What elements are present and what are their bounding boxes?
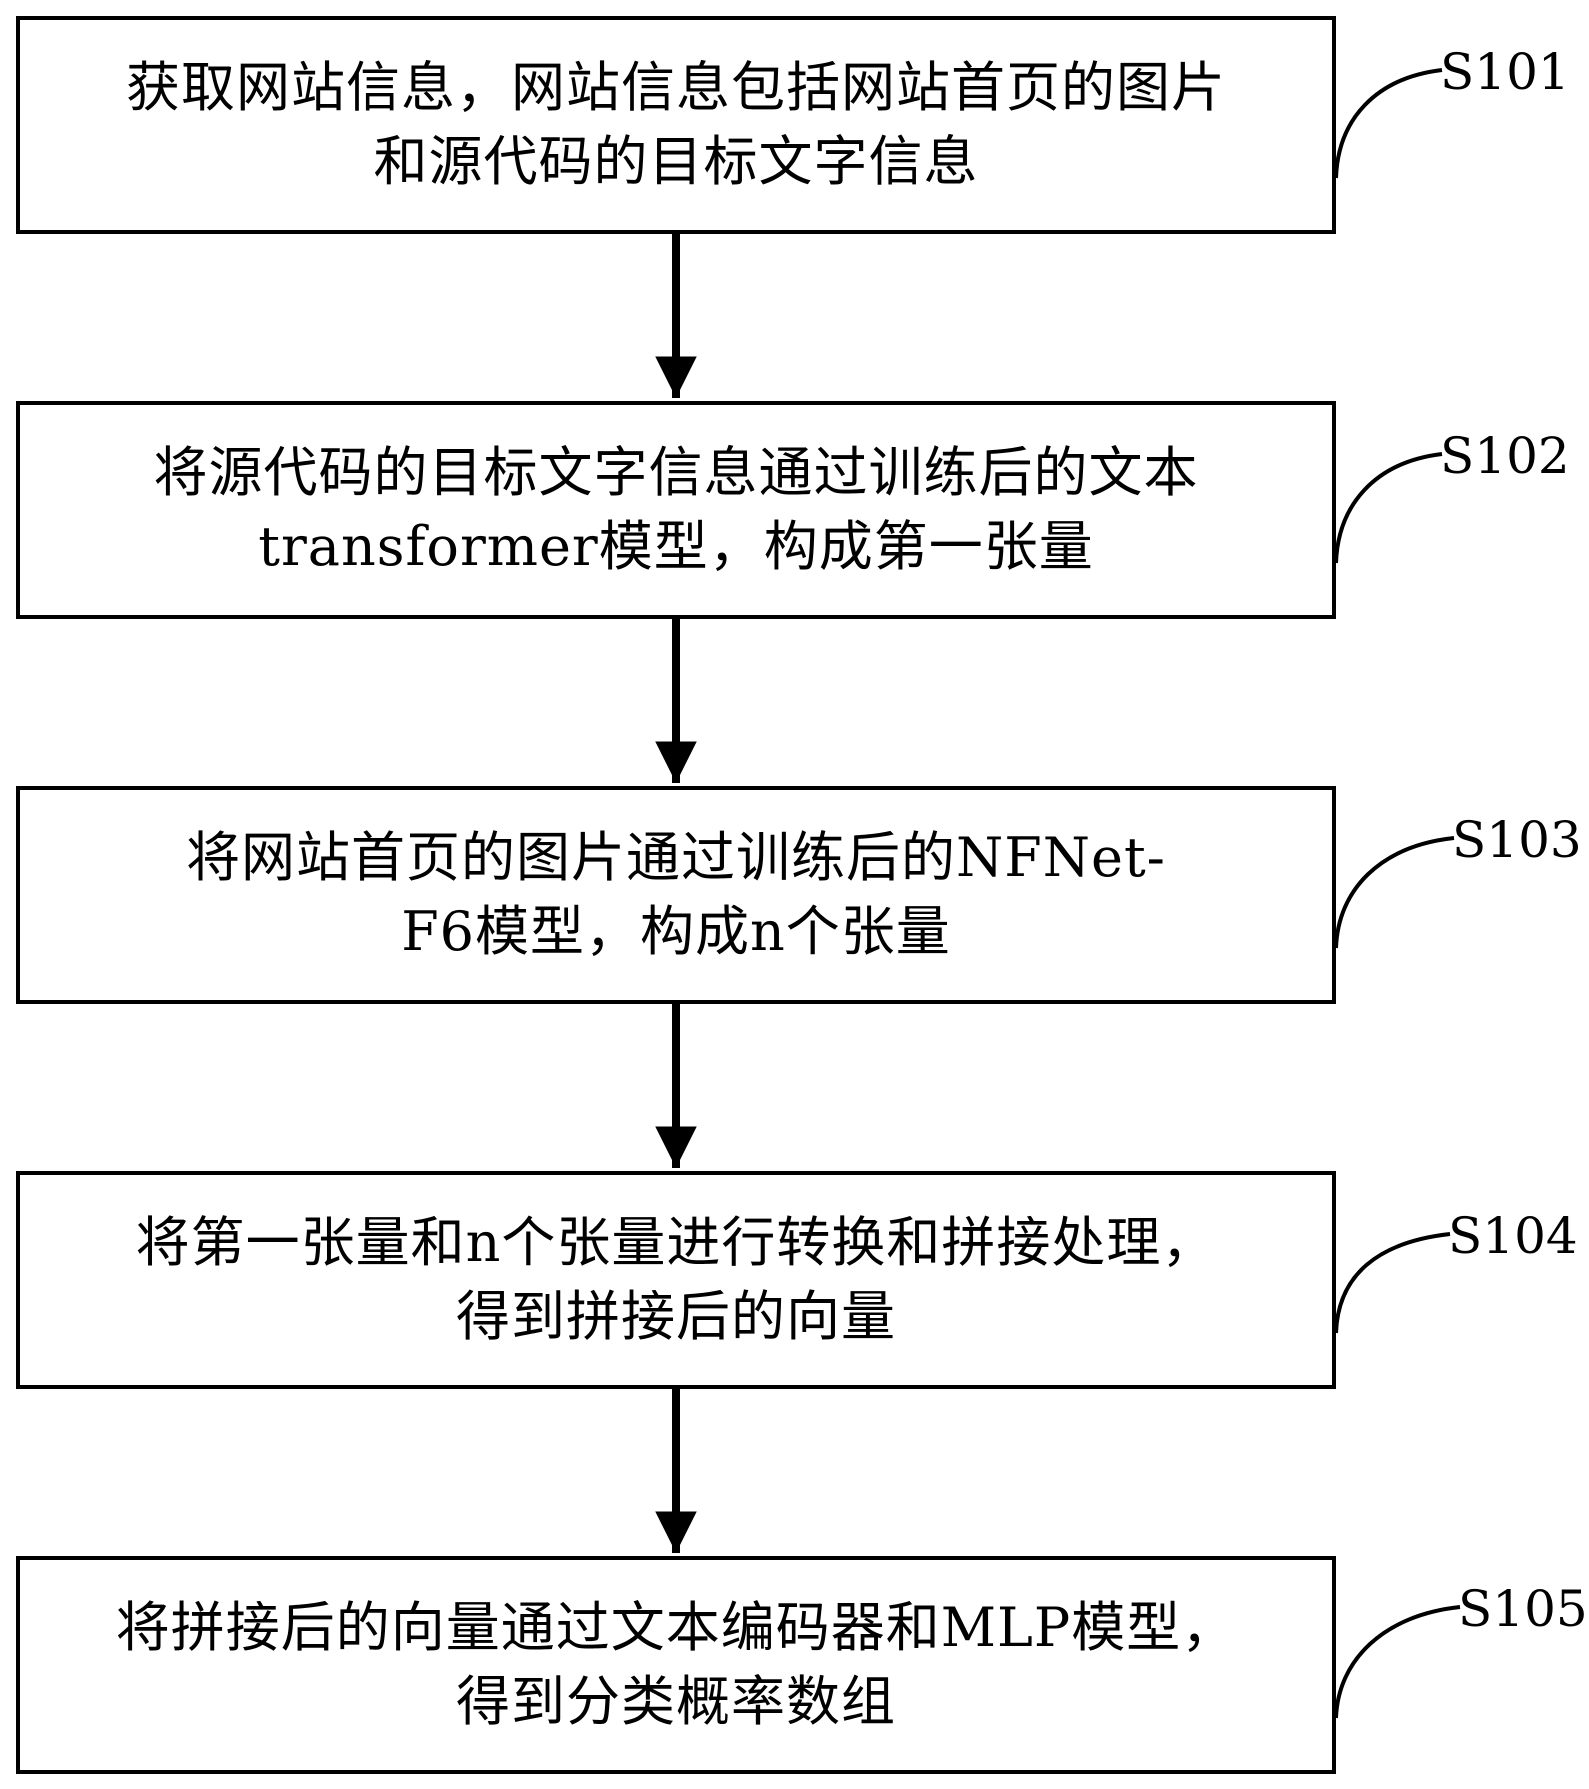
step-box-s102: 将源代码的目标文字信息通过训练后的文本 transformer模型，构成第一张量 (16, 401, 1336, 619)
step-box-s103: 将网站首页的图片通过训练后的NFNet- F6模型，构成n个张量 (16, 786, 1336, 1004)
step-box-s101: 获取网站信息，网站信息包括网站首页的图片 和源代码的目标文字信息 (16, 16, 1336, 234)
step-label-s104: S104 (1448, 1207, 1578, 1265)
step-text-line: 将第一张量和n个张量进行转换和拼接处理， (135, 1211, 1217, 1274)
step-text-line: 将网站首页的图片通过训练后的NFNet- (186, 826, 1166, 889)
step-text-line: transformer模型，构成第一张量 (258, 515, 1094, 578)
label-leader-s105 (1334, 1605, 1461, 1719)
label-leader-s101 (1334, 68, 1443, 179)
step-label-s103: S103 (1452, 811, 1582, 869)
step-text-line: 得到拼接后的向量 (456, 1285, 896, 1348)
step-text-line: 将拼接后的向量通过文本编码器和MLP模型， (115, 1596, 1237, 1659)
step-text-line: 和源代码的目标文字信息 (373, 130, 979, 193)
label-leader-s103 (1334, 836, 1455, 949)
step-label-s101: S101 (1440, 43, 1570, 101)
step-box-s104: 将第一张量和n个张量进行转换和拼接处理， 得到拼接后的向量 (16, 1171, 1336, 1389)
label-leader-s104 (1334, 1232, 1451, 1334)
step-box-s105: 将拼接后的向量通过文本编码器和MLP模型， 得到分类概率数组 (16, 1556, 1336, 1774)
step-text-line: 将源代码的目标文字信息通过训练后的文本 (153, 441, 1199, 504)
label-leader-s102 (1334, 452, 1443, 564)
step-text-line: 得到分类概率数组 (456, 1670, 896, 1733)
step-label-s102: S102 (1440, 427, 1570, 485)
step-text-line: 获取网站信息，网站信息包括网站首页的图片 (126, 56, 1226, 119)
step-label-s105: S105 (1458, 1580, 1588, 1638)
step-text-line: F6模型，构成n个张量 (401, 900, 951, 963)
